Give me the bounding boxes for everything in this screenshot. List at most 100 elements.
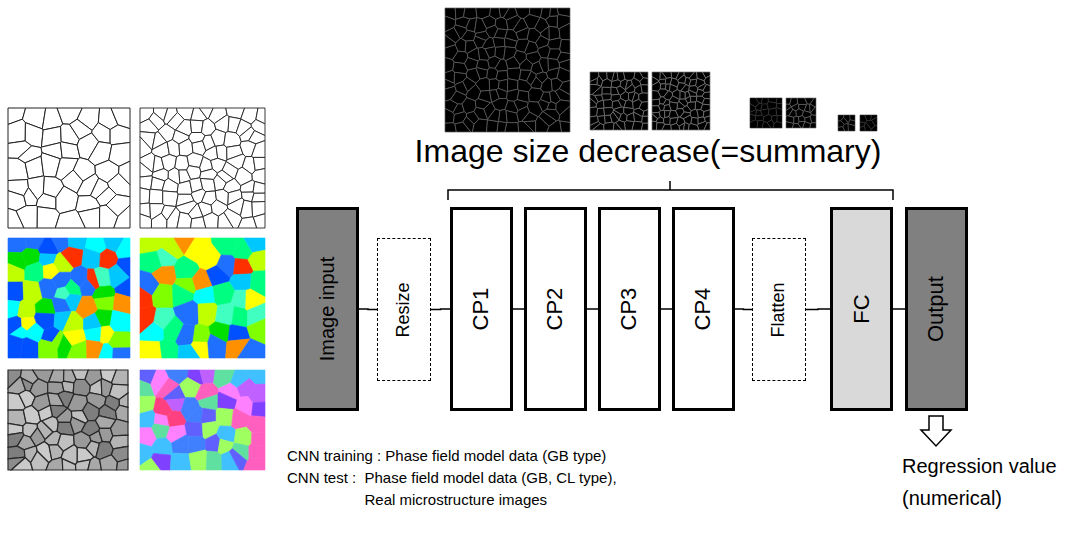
grain-cell <box>662 72 672 78</box>
image-thumbnail <box>786 98 816 128</box>
image-thumbnail <box>8 238 130 358</box>
grain-cell <box>114 205 130 228</box>
grain-cell <box>25 123 43 148</box>
microstructure-images <box>8 8 877 470</box>
grain-cell <box>140 162 153 177</box>
grain-cell <box>208 334 227 358</box>
grain-cell <box>107 173 130 197</box>
grain-cell <box>841 117 848 124</box>
grain-cell <box>843 124 849 131</box>
image-thumbnail <box>750 98 782 128</box>
connector-line <box>359 308 377 310</box>
grain-cell <box>140 214 152 228</box>
image-thumbnail <box>445 8 570 132</box>
grain-cell <box>206 434 221 452</box>
grain-cell <box>643 110 648 117</box>
node-label: Resize <box>394 282 414 337</box>
grain-cell <box>559 23 570 40</box>
grain-cell <box>140 287 153 308</box>
grain-cell <box>173 300 198 325</box>
grain-cell <box>639 93 648 102</box>
grain-cell <box>18 299 36 318</box>
grain-cell <box>769 108 777 116</box>
grain-cell <box>634 112 643 122</box>
grain-cell <box>548 38 562 49</box>
grain-cell <box>641 85 648 93</box>
grain-cell <box>246 370 265 384</box>
grain-cell <box>247 416 265 432</box>
grain-cell <box>590 98 597 108</box>
grain-cell <box>25 262 44 282</box>
grain-cell <box>249 443 265 459</box>
grain-cell <box>493 37 505 47</box>
grain-cell <box>248 250 265 271</box>
grain-cell <box>20 338 38 358</box>
grain-cell <box>94 297 114 311</box>
node-label: Flatten <box>769 282 789 337</box>
grain-cell <box>685 96 690 103</box>
node-label: CP3 <box>617 288 641 331</box>
grain-cell <box>232 307 248 328</box>
grain-cell <box>110 310 130 332</box>
image-thumbnail <box>8 108 130 228</box>
grain-cell <box>660 84 666 89</box>
grain-cell <box>218 392 237 410</box>
input-box: Image input <box>296 207 359 411</box>
grain-cell <box>461 30 475 41</box>
node-label: Image input <box>317 257 339 362</box>
grain-cell <box>61 247 83 268</box>
grain-cell <box>536 116 550 132</box>
grain-cell <box>82 248 101 269</box>
grain-cell <box>108 332 130 348</box>
image-thumbnail <box>860 115 877 131</box>
grain-cell <box>872 117 877 125</box>
grain-cell <box>194 286 216 304</box>
training-note: CNN training : Phase field model data (G… <box>287 445 606 467</box>
grain-cell <box>557 67 570 82</box>
grain-cell <box>240 200 252 218</box>
grain-cell <box>84 327 101 342</box>
fc-box: FC <box>830 207 893 411</box>
grain-cell <box>590 78 597 84</box>
grain-cell <box>810 115 816 123</box>
grain-cell <box>559 106 570 122</box>
grain-cell <box>11 458 32 470</box>
node-label: CP2 <box>543 288 567 331</box>
grain-cell <box>472 119 487 132</box>
grain-cell <box>592 123 604 130</box>
grain-cell <box>8 282 24 302</box>
grain-cell <box>601 79 611 88</box>
grain-cell <box>111 370 128 385</box>
grain-cell <box>110 125 130 145</box>
grain-cell <box>659 79 666 84</box>
grain-cell <box>78 208 100 228</box>
output-label: Regression value (numerical) <box>902 450 1060 514</box>
grain-cell <box>200 370 215 384</box>
grain-cell <box>604 122 614 130</box>
grain-cell <box>24 187 38 205</box>
grain-cell <box>252 169 265 185</box>
grain-cell <box>25 156 44 179</box>
image-thumbnail <box>140 108 265 228</box>
grain-cell <box>547 120 562 132</box>
grain-cell <box>750 120 758 128</box>
grain-cell <box>152 284 173 308</box>
grain-cell <box>664 117 671 125</box>
grain-cell <box>476 77 490 91</box>
layer-box: CP4 <box>672 207 735 411</box>
grain-cell <box>240 180 254 192</box>
grain-cell <box>541 77 553 92</box>
grain-cell <box>702 92 710 99</box>
grain-cell <box>656 117 664 123</box>
node-label: CP1 <box>469 288 493 331</box>
grain-cell <box>230 274 252 290</box>
grain-cell <box>810 123 816 128</box>
grain-cell <box>201 408 216 423</box>
grain-cell <box>163 191 178 207</box>
grain-cell <box>216 408 233 426</box>
grain-cell <box>560 39 570 53</box>
grain-cell <box>200 178 215 191</box>
grain-cell <box>94 267 111 287</box>
node-label: CP4 <box>691 288 715 331</box>
grain-cell <box>249 384 265 403</box>
